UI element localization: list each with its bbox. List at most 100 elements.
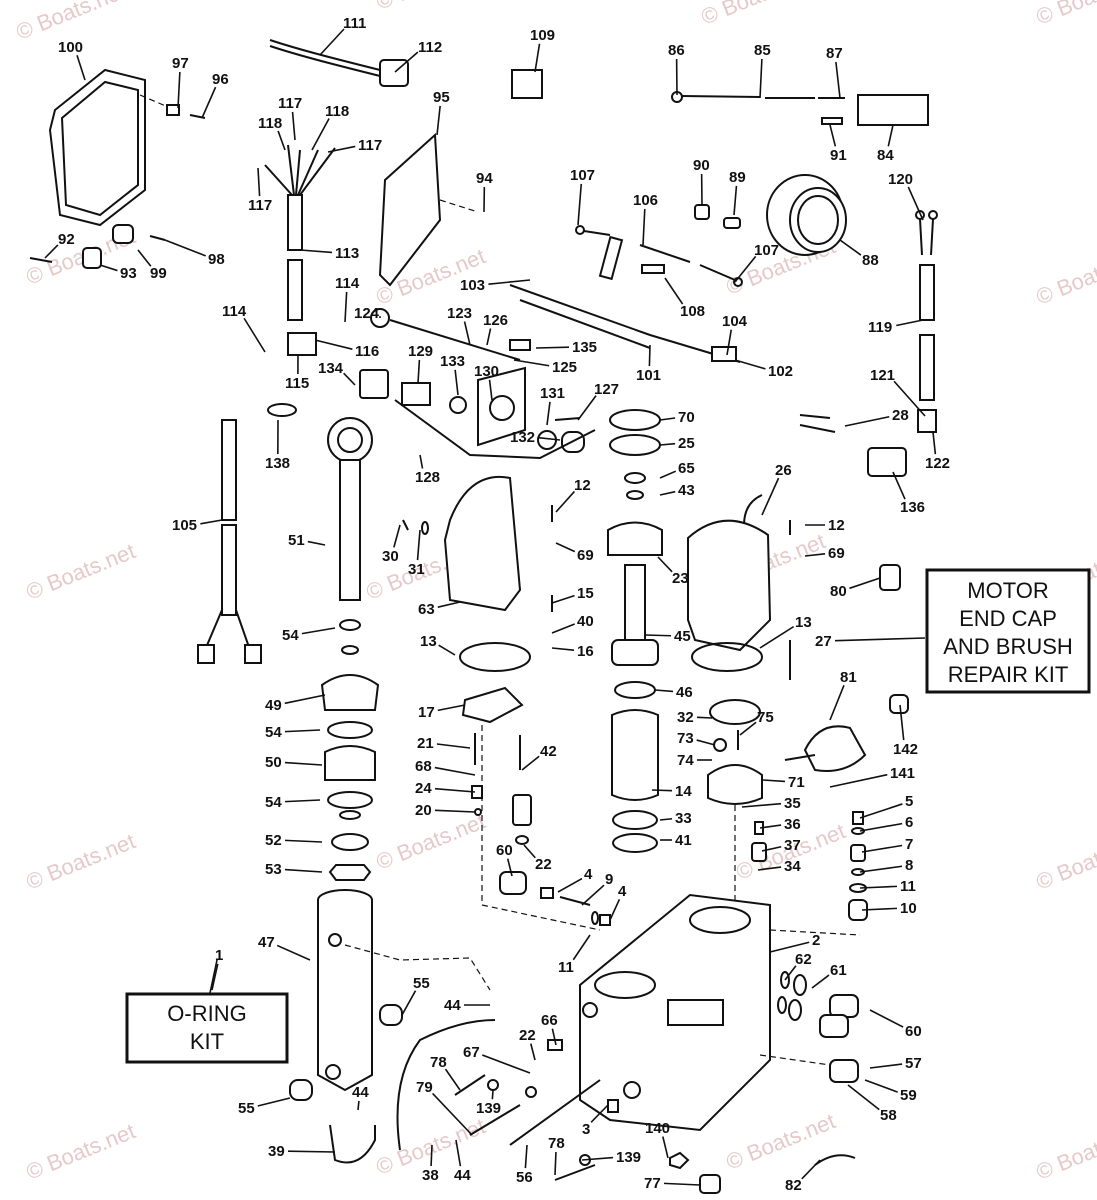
callout-label-78: 78: [548, 1135, 565, 1152]
callout-label-115: 115: [285, 375, 309, 392]
watermark-text: © Boats.net: [23, 1118, 139, 1184]
valve-60-part: [499, 871, 527, 895]
callout-label-11: 11: [900, 878, 916, 895]
callout-leader-line: [284, 729, 321, 733]
terminal-107-part: [575, 225, 585, 235]
callout-label-44: 44: [454, 1167, 471, 1184]
callout-leader-line: [659, 417, 676, 421]
callout-leader-line: [284, 761, 323, 766]
motor-kit-line-3: AND BRUSH: [943, 634, 1073, 659]
callout-label-105: 105: [172, 517, 197, 534]
callout-leader-line: [454, 369, 459, 396]
callout-label-117: 117: [358, 137, 382, 154]
callout-leader-line: [524, 1144, 528, 1169]
callout-leader-line: [759, 824, 782, 829]
callout-label-116: 116: [355, 343, 379, 360]
callout-label-112: 112: [418, 39, 442, 56]
callout-leader-line: [438, 644, 456, 656]
callout-leader-line: [609, 898, 621, 921]
bushing-55b-part: [289, 1079, 313, 1101]
oring-62-part: [780, 971, 790, 989]
callout-label-38: 38: [422, 1167, 439, 1184]
connector-108-part: [641, 264, 665, 274]
callout-leader-line: [859, 803, 903, 819]
callout-leader-line: [859, 822, 903, 832]
plug-30-part: [402, 519, 409, 531]
callout-leader-line: [664, 277, 684, 305]
callout-label-57: 57: [905, 1055, 922, 1072]
callout-label-54: 54: [265, 794, 282, 811]
callout-leader-line: [291, 111, 296, 141]
callout-leader-line: [488, 379, 493, 401]
callout-label-16: 16: [577, 643, 594, 660]
callout-label-69: 69: [577, 547, 594, 564]
callout-label-45: 45: [674, 628, 691, 645]
callout-leader-line: [654, 689, 674, 693]
callout-leader-line: [761, 477, 780, 516]
bushing-55-part: [379, 1004, 403, 1026]
motor-kit-box: MOTOR END CAP AND BRUSH REPAIR KIT: [925, 568, 1091, 694]
clip-part: [166, 104, 180, 116]
callout-label-61: 61: [830, 962, 847, 979]
callout-leader-line: [659, 490, 676, 496]
callout-label-120: 120: [888, 171, 913, 188]
callout-label-119: 119: [868, 319, 892, 336]
callout-label-98: 98: [208, 251, 225, 268]
callout-leader-line: [311, 118, 330, 151]
callout-label-140: 140: [645, 1120, 670, 1137]
manifold-2-part: [579, 893, 771, 1132]
bulb-socket-90-part: [694, 204, 710, 220]
cables-105-part: [197, 419, 262, 664]
sender-84-part: [857, 94, 929, 126]
callout-leader-line: [546, 401, 551, 426]
callout-leader-line: [804, 553, 826, 557]
callout-label-91: 91: [830, 147, 847, 164]
clamp-99-part: [112, 224, 134, 244]
callout-leader-line: [759, 58, 763, 99]
callout-label-22: 22: [519, 1027, 536, 1044]
callout-leader-line: [861, 907, 898, 911]
cap-49-part: [320, 674, 380, 711]
callout-label-109: 109: [530, 27, 555, 44]
callout-leader-line: [284, 799, 321, 803]
valve-57-part: [829, 1059, 859, 1083]
plug-80-part: [879, 564, 901, 591]
cylinder-47-part: [317, 889, 373, 1092]
callout-leader-line: [733, 185, 738, 216]
callout-label-107: 107: [754, 242, 779, 259]
callout-leader-line: [44, 244, 59, 259]
callout-leader-line: [741, 802, 782, 808]
callout-leader-line: [657, 556, 673, 573]
callout-label-43: 43: [678, 482, 695, 499]
callout-leader-line: [436, 105, 441, 136]
callout-label-104: 104: [722, 313, 748, 330]
callout-leader-line: [829, 124, 837, 147]
tube-39-part: [329, 1124, 376, 1164]
callout-leader-line: [419, 454, 424, 469]
callout-leader-line: [784, 965, 797, 981]
callout-label-77: 77: [644, 1175, 661, 1192]
callout-label-92: 92: [58, 231, 75, 248]
callout-leader-line: [455, 1139, 462, 1167]
callout-leader-line: [551, 1028, 557, 1046]
pin-91-part: [821, 117, 843, 125]
callout-label-56: 56: [516, 1169, 533, 1186]
callout-leader-line: [734, 255, 757, 283]
callout-label-2: 2: [812, 932, 820, 949]
valve-stack-part: [848, 811, 868, 921]
callout-leader-line: [284, 839, 323, 843]
callout-label-141: 141: [890, 765, 915, 782]
callout-label-65: 65: [678, 460, 695, 477]
piston-23-part: [607, 521, 663, 556]
callout-label-31: 31: [408, 561, 425, 578]
callout-label-7: 7: [905, 836, 913, 853]
callout-label-117: 117: [248, 197, 272, 214]
callout-label-12: 12: [574, 477, 591, 494]
callout-leader-line: [663, 1182, 701, 1186]
callout-leader-line: [644, 634, 672, 637]
callout-label-121: 121: [870, 367, 895, 384]
callout-leader-line: [761, 845, 782, 852]
callout-leader-line: [99, 264, 118, 272]
callout-label-22: 22: [535, 856, 552, 873]
callout-leader-line: [314, 339, 353, 350]
